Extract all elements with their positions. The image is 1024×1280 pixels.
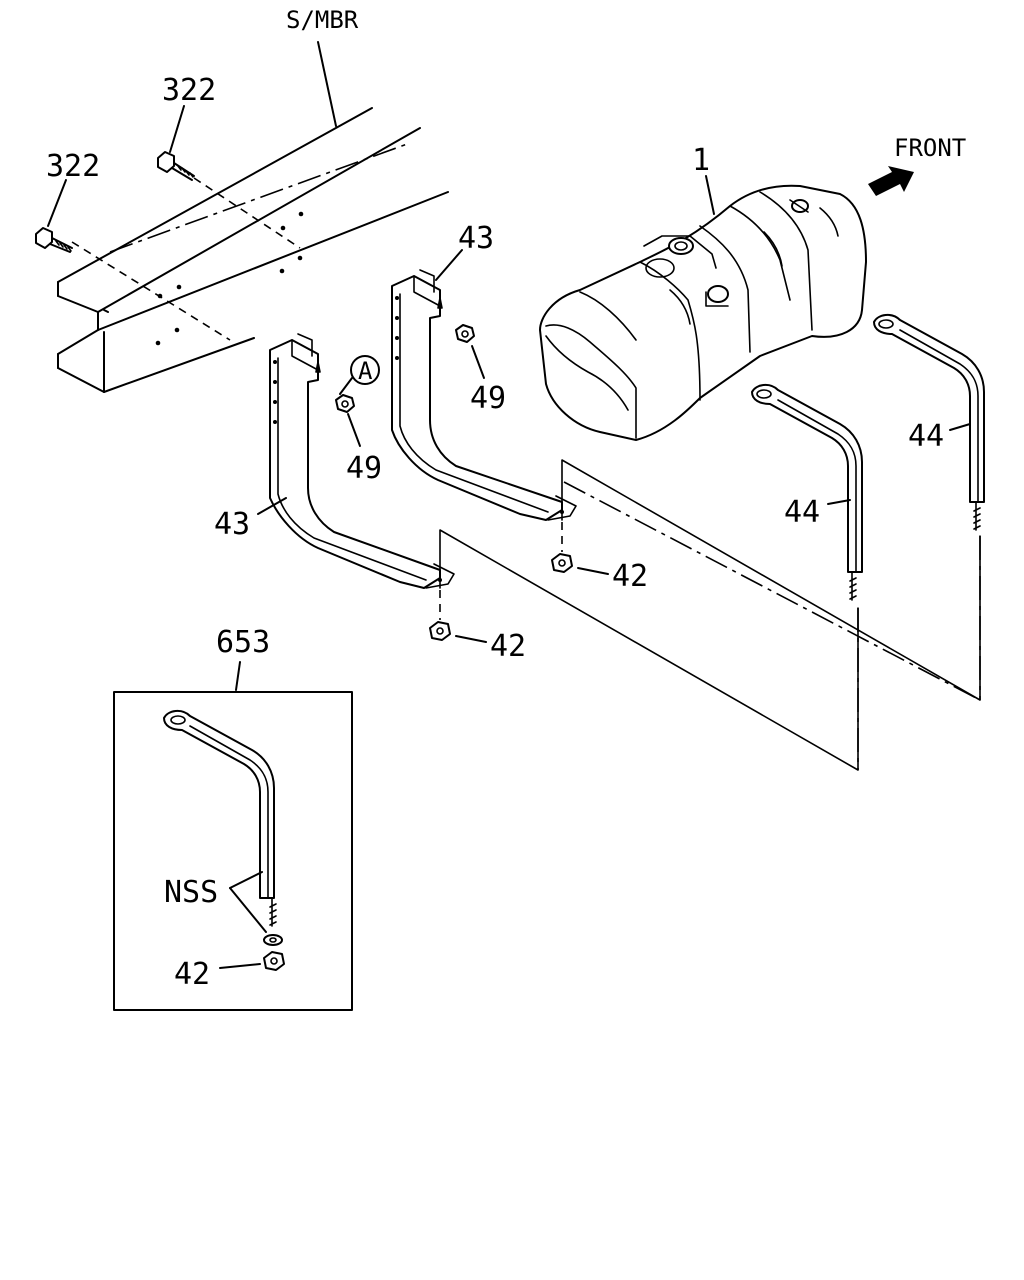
nut-42-front [429,590,451,641]
bracket-rear-leader [435,249,463,281]
nut-49-front [335,394,355,413]
circled-a-icon [339,355,380,395]
fuel-tank [539,184,867,441]
nut-42-rear [551,522,573,573]
ref-a-label: A [358,357,373,385]
bolt-lower [35,227,73,253]
bolt-upper [157,151,301,249]
bolt-lower-leader [47,179,67,227]
nut-42-rear-label: 42 [612,559,648,594]
strap-front [873,314,985,531]
tank-leader [705,175,715,215]
nut-49-rear [455,324,475,343]
strap-front-leader [949,423,971,431]
nut-42-front-leader [455,635,487,643]
frame-member-label: S/MBR [286,6,359,34]
kit-box [113,661,353,1011]
frame-side-member [57,107,449,393]
bracket-rear-label: 43 [458,221,494,256]
front-label: FRONT [894,134,966,162]
nut-49-front-label: 49 [346,451,382,486]
nut-42-front-label: 42 [490,629,526,664]
strap-front-label: 44 [908,419,944,454]
front-arrow-icon [868,166,914,196]
bracket-front-label: 43 [214,507,250,542]
strap-rear-leader [827,499,851,505]
bolt-upper-label: 322 [162,73,216,108]
nut-49-rear-label: 49 [470,381,506,416]
strap-rear [751,384,863,601]
bolt-lower-label: 322 [46,149,100,184]
nss-label: NSS [164,875,218,910]
assembly-guide-lines [439,459,981,771]
kit-label: 653 [216,625,270,660]
bracket-rear [391,269,577,521]
strap-rear-label: 44 [784,495,820,530]
bolt-upper-leader [169,105,185,153]
kit-nut-label: 42 [174,957,210,992]
nut-49-front-leader [347,413,361,447]
nut-49-rear-leader [471,345,485,379]
tank-label: 1 [692,143,710,178]
frame-member-leader [317,41,337,127]
bracket-front-leader [257,497,287,515]
nut-42-rear-leader [577,567,609,575]
